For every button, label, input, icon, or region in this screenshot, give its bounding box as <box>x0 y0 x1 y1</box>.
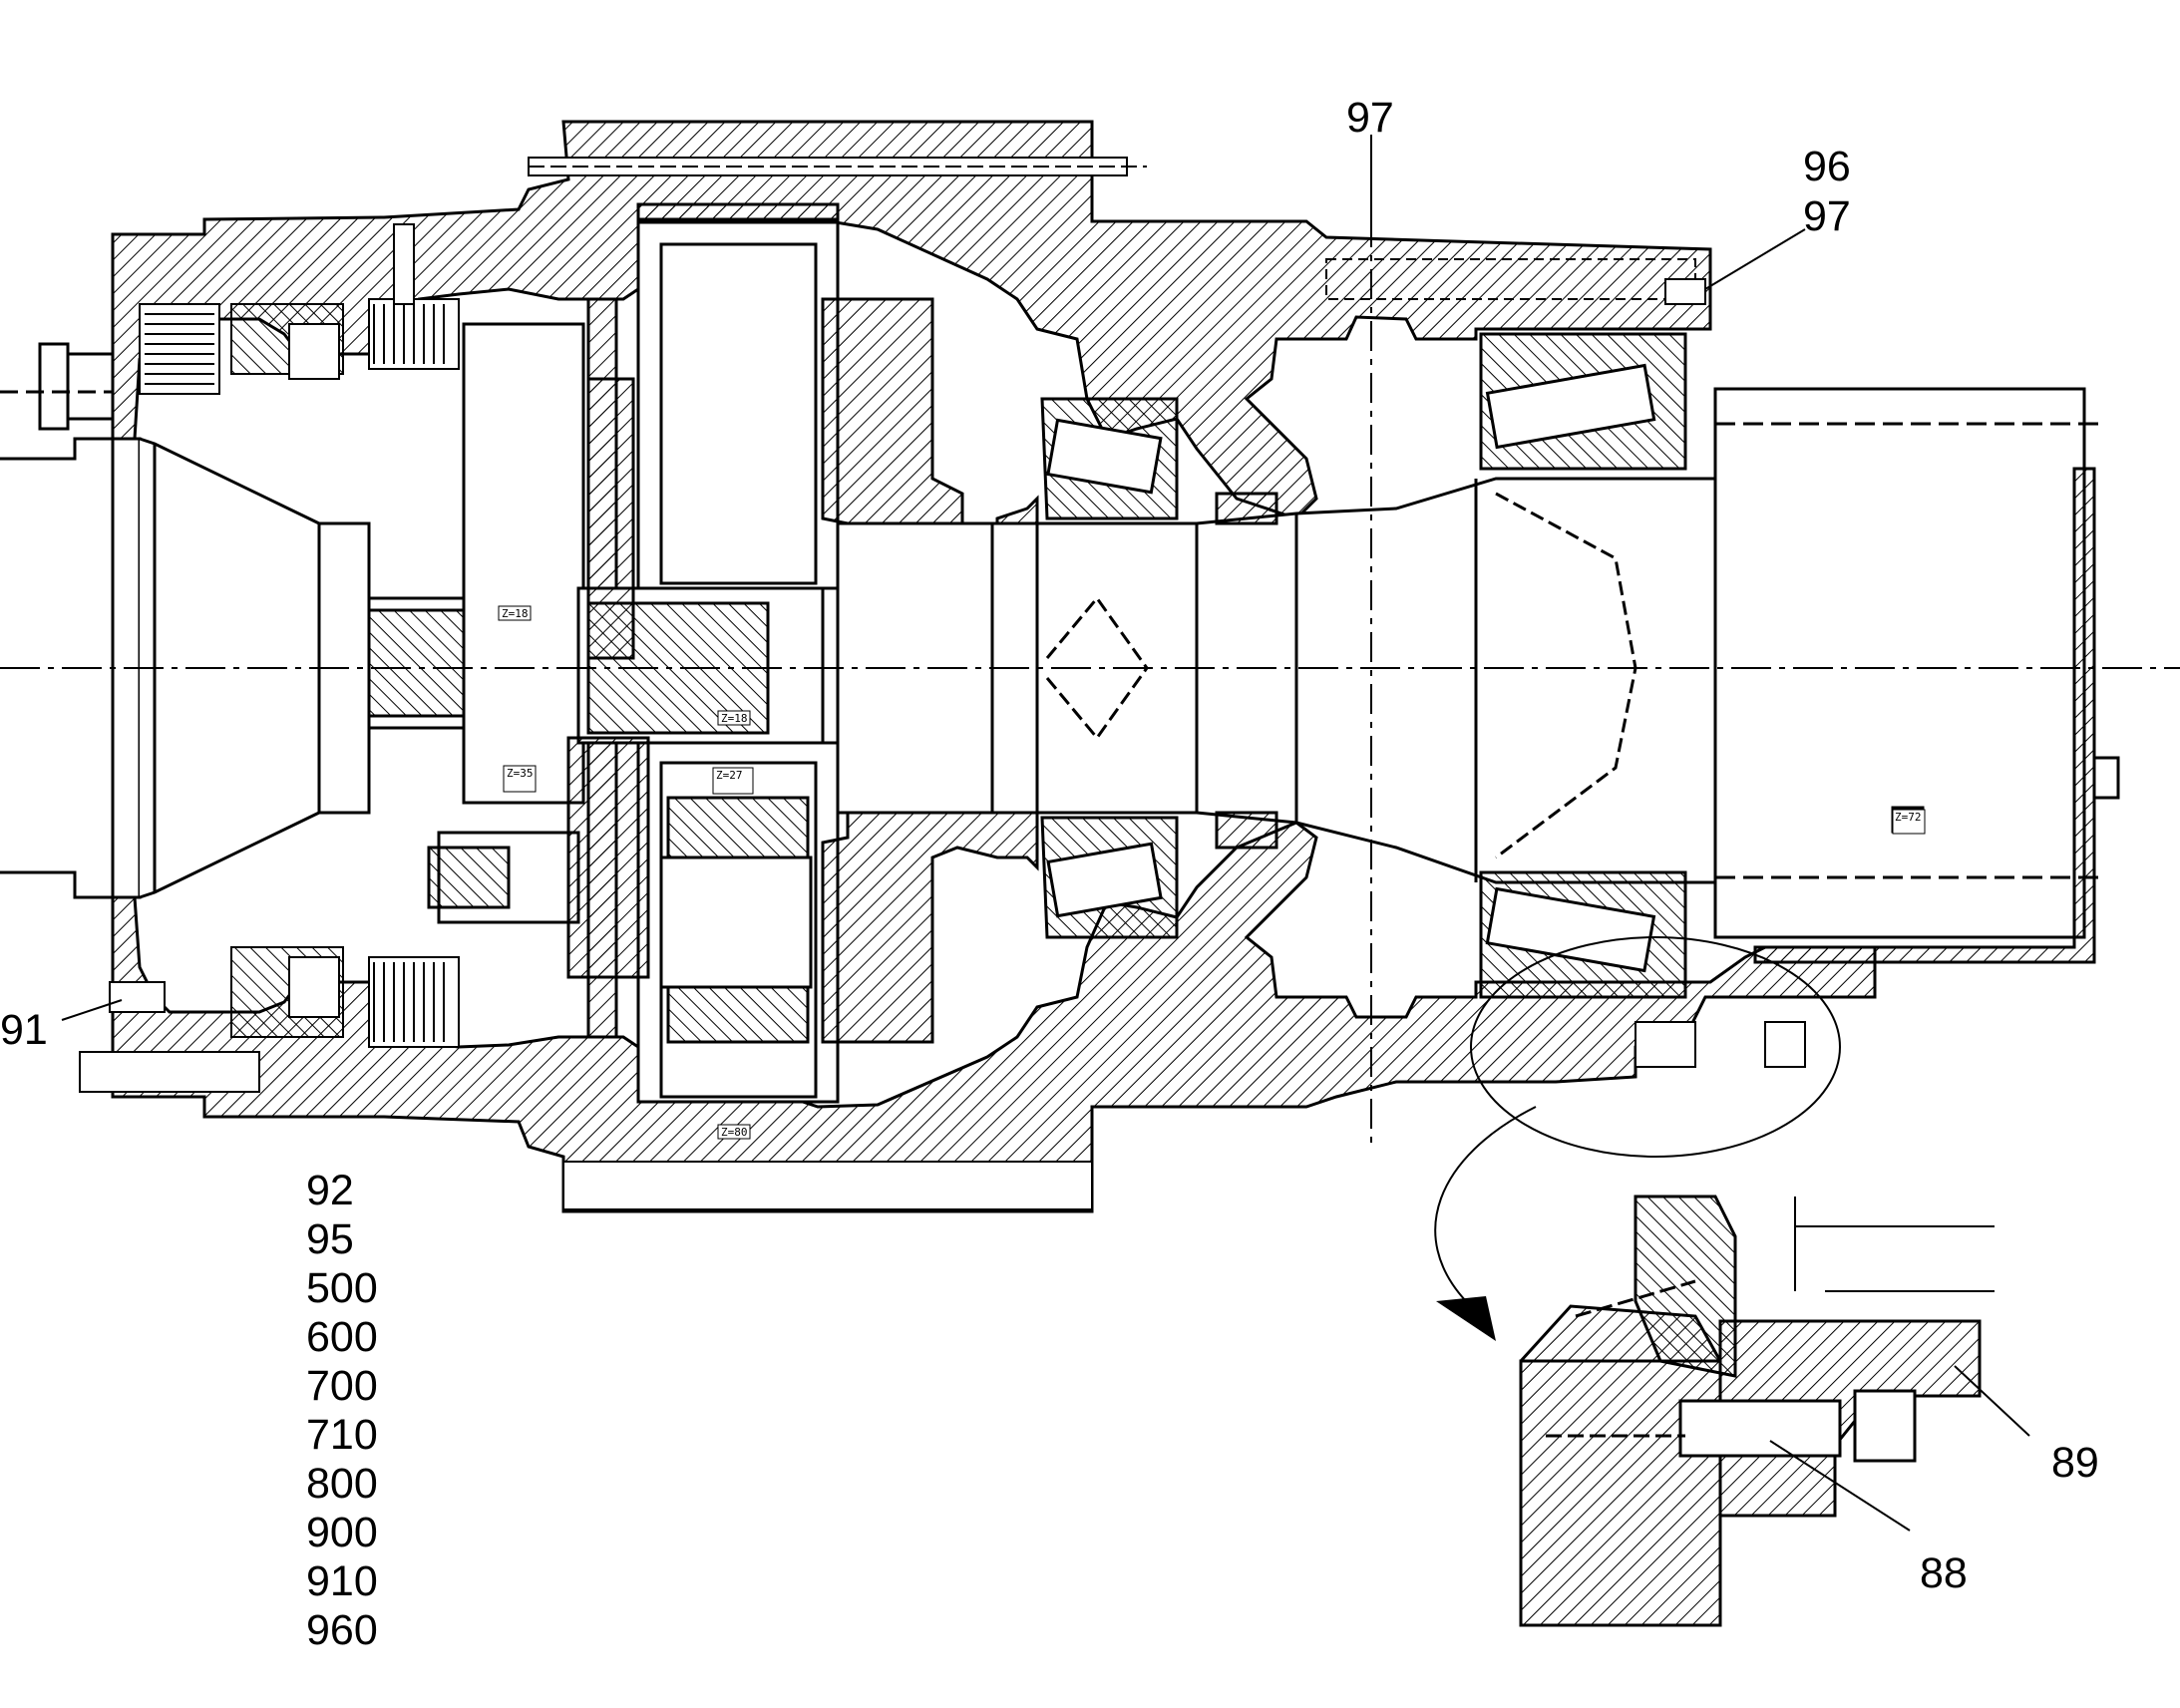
mounting-bolts <box>528 157 1806 1210</box>
gear-tag-4: Z=27 <box>712 767 754 795</box>
planet-stage-1 <box>566 202 840 1104</box>
callout-91: 91 <box>0 1006 48 1054</box>
part-number: 900 <box>306 1509 378 1556</box>
input-shaft <box>367 297 825 1039</box>
callout-96: 96 <box>1803 143 1851 190</box>
detail-circle <box>1470 936 1841 1158</box>
callout-97-top: 97 <box>1346 94 1394 142</box>
part-number: 910 <box>306 1557 378 1605</box>
part-number: 800 <box>306 1460 378 1508</box>
callout-88: 88 <box>1920 1549 1968 1597</box>
svg-text:Z=27: Z=27 <box>716 769 743 782</box>
detail-arrow-curve <box>1434 1106 1537 1302</box>
output-hub <box>1713 387 2120 964</box>
detail-arrow-head <box>1436 1296 1496 1341</box>
brake-pack-upper <box>139 223 460 395</box>
brake-pack-lower <box>79 946 460 1093</box>
svg-text:Z=72: Z=72 <box>1895 811 1922 824</box>
part-number: 960 <box>306 1606 378 1654</box>
part-number: 95 <box>306 1215 354 1263</box>
detail-view <box>1519 1195 1995 1627</box>
gear-tag-1: Z=18 <box>498 605 532 621</box>
gear-tag-3: Z=35 <box>503 765 537 793</box>
svg-text:Z=18: Z=18 <box>502 607 529 620</box>
part-number: 92 <box>306 1167 354 1214</box>
input-cover <box>0 342 371 899</box>
callout-89: 89 <box>2051 1439 2099 1487</box>
callout-97-right: 97 <box>1803 192 1851 240</box>
gear-tag-5: Z=80 <box>717 1124 751 1140</box>
svg-text:Z=18: Z=18 <box>721 712 748 725</box>
gear-tag-2: Z=18 <box>717 710 751 726</box>
gear-tag-6: Z=72 <box>1892 809 1926 835</box>
parts-number-list: 92 95 500 600 700 710 800 900 910 960 <box>306 1167 426 1655</box>
part-number: 600 <box>306 1313 378 1361</box>
part-number: 700 <box>306 1362 378 1410</box>
part-number: 710 <box>306 1411 378 1459</box>
leader-lines <box>61 135 2030 1532</box>
svg-text:Z=80: Z=80 <box>721 1126 748 1139</box>
part-number: 500 <box>306 1264 378 1312</box>
svg-text:Z=35: Z=35 <box>507 767 534 780</box>
